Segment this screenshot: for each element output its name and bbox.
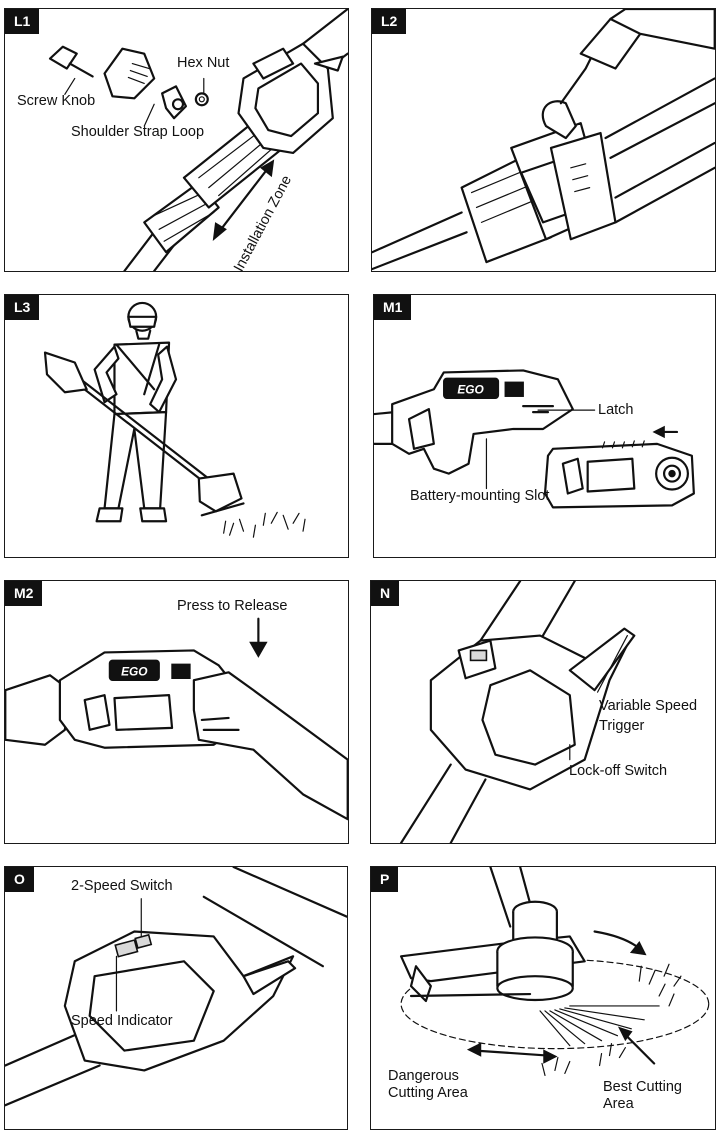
shoulder-strap-loop-label: Shoulder Strap Loop xyxy=(71,124,205,140)
best-cutting-label: Best Cutting xyxy=(603,1079,682,1095)
illustration-strap-attached xyxy=(372,9,715,271)
illustration-trigger-switches xyxy=(399,581,636,843)
ego-logo-m1: EGO xyxy=(457,382,484,396)
panel-p: P Dangerous Cutting Area Best Cutting Ar… xyxy=(370,866,716,1130)
panel-m2: M2 EGO Press to Release xyxy=(4,580,349,844)
illustration-speed-switch xyxy=(5,867,347,1107)
panel-l1: L1 Screw Knob Shoulder Strap Loop Hex Nu… xyxy=(4,8,349,272)
dangerous-label: Dangerous xyxy=(388,1068,459,1084)
speed-indicator-label: Speed Indicator xyxy=(71,1013,173,1029)
two-speed-switch-label: 2-Speed Switch xyxy=(71,878,173,894)
panel-tag: L2 xyxy=(372,9,407,34)
hex-nut-label: Hex Nut xyxy=(177,55,230,71)
panel-tag: M2 xyxy=(5,581,43,606)
panel-tag: L3 xyxy=(5,295,40,320)
press-to-release-label: Press to Release xyxy=(177,598,288,614)
trigger-label: Trigger xyxy=(599,718,645,734)
panel-tag: L1 xyxy=(5,9,40,34)
variable-speed-label: Variable Speed xyxy=(599,698,698,714)
battery-mounting-slot-label: Battery-mounting Slot xyxy=(410,488,550,504)
panel-tag: O xyxy=(5,867,34,892)
panel-o: O 2-Speed Switch Speed Indicator xyxy=(4,866,348,1130)
panel-tag: P xyxy=(371,867,399,892)
illustration-operator-stance xyxy=(43,301,306,538)
best-cutting-area-label: Area xyxy=(603,1096,634,1112)
panel-tag: N xyxy=(371,581,400,606)
panel-l2: L2 xyxy=(371,8,716,272)
panel-tag: M1 xyxy=(374,295,412,320)
ego-logo-m2: EGO xyxy=(121,664,148,678)
panel-m1: M1 EGO Latch Battery-mounting Slot xyxy=(373,294,716,558)
lock-off-switch-label: Lock-off Switch xyxy=(569,763,668,779)
cutting-area-label: Cutting Area xyxy=(388,1085,468,1101)
illustration-strap-loop-install xyxy=(48,9,348,271)
screw-knob-label: Screw Knob xyxy=(17,93,96,109)
panel-n: N Variable Speed Trigger Lock-off Switch xyxy=(370,580,716,844)
panel-l3: L3 xyxy=(4,294,349,558)
illustration-battery-insert: EGO xyxy=(374,369,695,509)
illustration-battery-release: EGO xyxy=(5,617,348,821)
latch-label: Latch xyxy=(598,402,634,418)
illustration-cutting-areas xyxy=(399,867,710,1077)
